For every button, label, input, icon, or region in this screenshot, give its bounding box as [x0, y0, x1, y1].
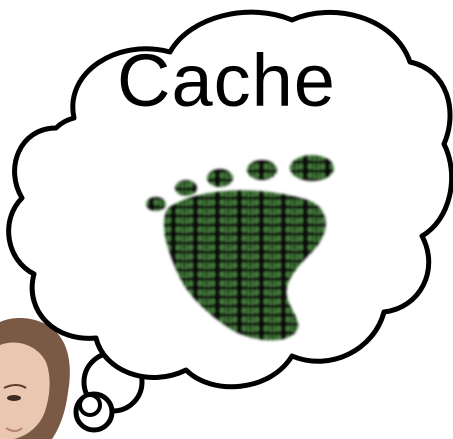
woman-face-image — [0, 318, 70, 439]
thought-bubble-title: Cache — [117, 39, 336, 122]
footprint-icon — [146, 155, 334, 341]
